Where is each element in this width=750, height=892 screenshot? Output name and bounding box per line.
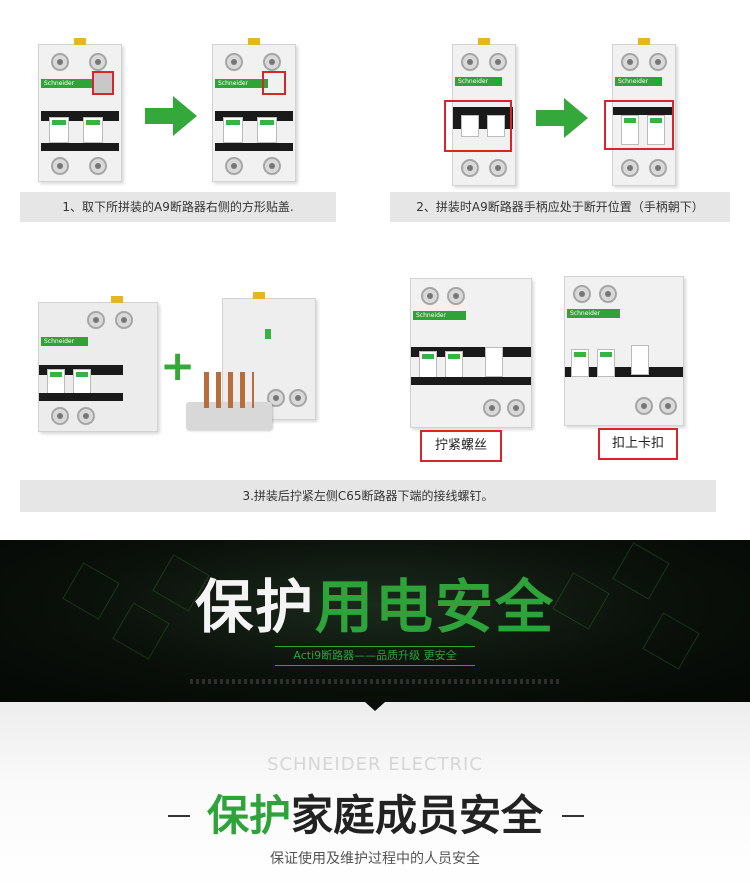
brand-label: Schneider	[567, 309, 620, 318]
plus-symbol: +	[160, 341, 196, 390]
step1-breaker-before: Schneider	[38, 38, 122, 182]
callout-clip-on: 扣上卡扣	[598, 428, 678, 460]
banner-title-green: 用电安全	[315, 573, 556, 641]
banner-subtitle: Acti9断路器——品质升级 更安全	[275, 646, 475, 666]
family-safety-section: SCHNEIDER ELECTRIC 保护家庭成员安全 保证使用及维护过程中的人…	[0, 702, 750, 892]
step3-breaker: Schneider	[38, 296, 158, 432]
step1-cover-highlight	[92, 71, 114, 95]
banner-title: 保护用电安全	[0, 560, 750, 644]
step1-caption: 1、取下所拼装的A9断路器右侧的方形贴盖.	[20, 192, 336, 222]
down-notch	[365, 702, 385, 711]
section-subtitle: 保证使用及维护过程中的人员安全	[270, 851, 480, 867]
arrow-right-icon	[145, 96, 197, 136]
step3-caption: 3.拼装后拧紧左侧C65断路器下端的接线螺钉。	[20, 480, 716, 512]
banner-fine-print	[190, 679, 560, 684]
brand-label: Schneider	[41, 337, 88, 346]
brand-label: Schneider	[215, 79, 268, 88]
step2-handle-off-highlight	[444, 100, 512, 152]
callout-tighten-screw: 拧紧螺丝	[420, 430, 502, 462]
section-title-green: 保护	[206, 791, 291, 840]
step1-removed-highlight	[262, 71, 286, 95]
brand-watermark: SCHNEIDER ELECTRIC	[267, 754, 483, 775]
step2-handle-on-highlight	[604, 100, 674, 150]
arrow-right-icon	[536, 98, 588, 138]
step1-breaker-after: Schneider	[212, 38, 296, 182]
step2-breaker-on: Schneider	[612, 38, 676, 186]
left-dash	[168, 815, 190, 817]
brand-label: Schneider	[615, 77, 662, 86]
banner-title-white: 保护	[194, 573, 315, 641]
safety-banner: 保护用电安全 Acti9断路器——品质升级 更安全	[0, 540, 750, 702]
step3-assembled-right: Schneider	[564, 276, 684, 426]
section-title: 保护家庭成员安全	[0, 782, 750, 843]
step2-caption: 2、拼装时A9断路器手柄应处于断开位置（手柄朝下）	[390, 192, 730, 222]
step2-breaker-off: Schneider	[452, 38, 516, 186]
step3-copper-pins	[204, 372, 254, 408]
right-dash	[562, 815, 584, 817]
brand-label: Schneider	[413, 311, 466, 320]
brand-label: Schneider	[455, 77, 502, 86]
step3-assembled-left: Schneider	[410, 278, 532, 428]
brand-label: Schneider	[41, 79, 94, 88]
section-title-dark: 家庭成员安全	[291, 791, 544, 840]
